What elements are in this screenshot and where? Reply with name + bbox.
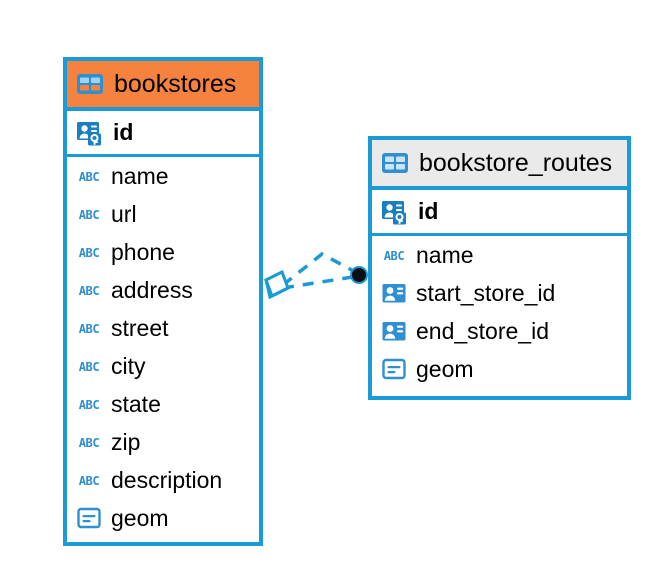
abc-icon: ABC xyxy=(79,474,100,488)
entity-bookstores[interactable]: bookstores id ABC name xyxy=(63,57,263,546)
field-row[interactable]: id xyxy=(67,111,259,157)
svg-text:ABC: ABC xyxy=(79,436,100,450)
field-label: city xyxy=(111,352,146,379)
field-row[interactable]: ABC name xyxy=(67,157,259,195)
abc-icon: ABC xyxy=(79,322,100,336)
field-label: geom xyxy=(111,504,169,531)
entity-header-bookstores[interactable]: bookstores xyxy=(67,61,259,111)
field-label: url xyxy=(111,200,137,227)
field-label: state xyxy=(111,390,161,417)
field-row[interactable]: ABC city xyxy=(67,347,259,385)
abc-icon: ABC xyxy=(79,246,100,260)
abc-icon: ABC xyxy=(79,398,100,412)
geometry-icon xyxy=(382,358,406,380)
field-row[interactable]: ABC zip xyxy=(67,423,259,461)
abc-icon: ABC xyxy=(79,284,100,298)
entity-header-bookstore-routes[interactable]: bookstore_routes xyxy=(372,140,627,190)
field-row[interactable]: start_store_id xyxy=(372,274,627,312)
field-row[interactable]: ABC street xyxy=(67,309,259,347)
svg-text:ABC: ABC xyxy=(79,398,100,412)
field-label: id xyxy=(113,119,134,145)
foreign-key-icon xyxy=(382,284,406,303)
field-label: phone xyxy=(111,238,175,265)
svg-text:ABC: ABC xyxy=(79,246,100,260)
svg-text:ABC: ABC xyxy=(79,322,100,336)
primary-key-icon xyxy=(77,121,101,145)
field-row[interactable]: geom xyxy=(372,350,627,388)
field-label: end_store_id xyxy=(416,317,549,344)
abc-icon: ABC xyxy=(79,208,100,222)
svg-text:ABC: ABC xyxy=(79,284,100,298)
field-label: name xyxy=(111,162,169,189)
svg-text:ABC: ABC xyxy=(79,360,100,374)
field-row[interactable]: ABC description xyxy=(67,461,259,499)
field-row[interactable]: ABC name xyxy=(372,236,627,274)
table-icon xyxy=(382,153,408,173)
svg-text:ABC: ABC xyxy=(79,208,100,222)
field-label: street xyxy=(111,314,169,341)
field-label: zip xyxy=(111,428,141,455)
field-label: id xyxy=(418,198,439,224)
entity-title: bookstore_routes xyxy=(419,148,613,177)
filled-circle-marker xyxy=(350,266,368,284)
geometry-icon xyxy=(77,507,101,529)
diamond-marker xyxy=(264,269,290,300)
field-label: start_store_id xyxy=(416,279,556,306)
field-label: name xyxy=(416,241,474,268)
abc-icon: ABC xyxy=(79,436,100,450)
field-row[interactable]: ABC phone xyxy=(67,233,259,271)
field-row[interactable]: ABC url xyxy=(67,195,259,233)
field-label: description xyxy=(111,466,223,493)
field-row[interactable]: id xyxy=(372,190,627,236)
primary-key-icon xyxy=(382,200,406,224)
relationship-line-lower xyxy=(282,274,360,290)
field-row[interactable]: end_store_id xyxy=(372,312,627,350)
table-icon xyxy=(77,74,103,94)
svg-text:ABC: ABC xyxy=(79,474,100,488)
field-row[interactable]: geom xyxy=(67,499,259,537)
entity-bookstore-routes[interactable]: bookstore_routes id ABC name xyxy=(368,136,631,400)
abc-icon: ABC xyxy=(384,249,405,263)
svg-text:ABC: ABC xyxy=(384,249,405,263)
field-label: geom xyxy=(416,355,474,382)
foreign-key-icon xyxy=(382,322,406,341)
field-label: address xyxy=(111,276,193,303)
svg-text:ABC: ABC xyxy=(79,170,100,184)
field-row[interactable]: ABC state xyxy=(67,385,259,423)
abc-icon: ABC xyxy=(79,360,100,374)
entity-title: bookstores xyxy=(114,69,237,98)
abc-icon: ABC xyxy=(79,170,100,184)
relationship-line-upper xyxy=(281,251,360,287)
field-row[interactable]: ABC address xyxy=(67,271,259,309)
